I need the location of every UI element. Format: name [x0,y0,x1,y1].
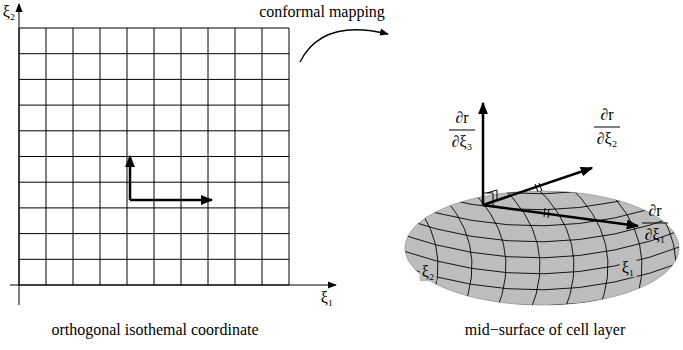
panel-caption: orthogonal isothemal coordinate [51,321,258,339]
fraction-bar [594,127,620,128]
mapping-arrow [300,30,388,62]
vector-label: ∂r [648,202,661,220]
tangent-arrow [483,168,592,205]
axis [19,4,20,305]
curve-label: ξ₁ [620,259,637,277]
vector-label: ∂ξ₂ [597,130,618,148]
axis [10,285,336,286]
basis-arrow [129,156,132,200]
vector-label: ∂ξ₁ [645,226,666,244]
vector-label: ∂r [600,106,613,124]
panel-caption: mid−surface of cell layer [465,321,626,339]
curve-label: ξ₂ [420,263,437,281]
surface-curves [364,165,683,312]
axis-label: ξ₁ [321,289,334,307]
axis-label: ξ₂ [3,3,16,21]
basis-arrow [130,199,212,202]
vector-label: ∂ξ₃ [452,133,473,151]
right-angle-mark [483,190,497,205]
fraction-bar [642,223,668,224]
fraction-bar [449,130,475,131]
vector-label: ∂r [455,109,468,127]
mid-surface [405,191,679,305]
tangent-arrow [483,205,638,226]
coordinate-grid [19,28,289,285]
mapping-label: conformal mapping [259,3,385,21]
tick-mark [535,183,549,218]
tangent-arrow [482,103,485,205]
